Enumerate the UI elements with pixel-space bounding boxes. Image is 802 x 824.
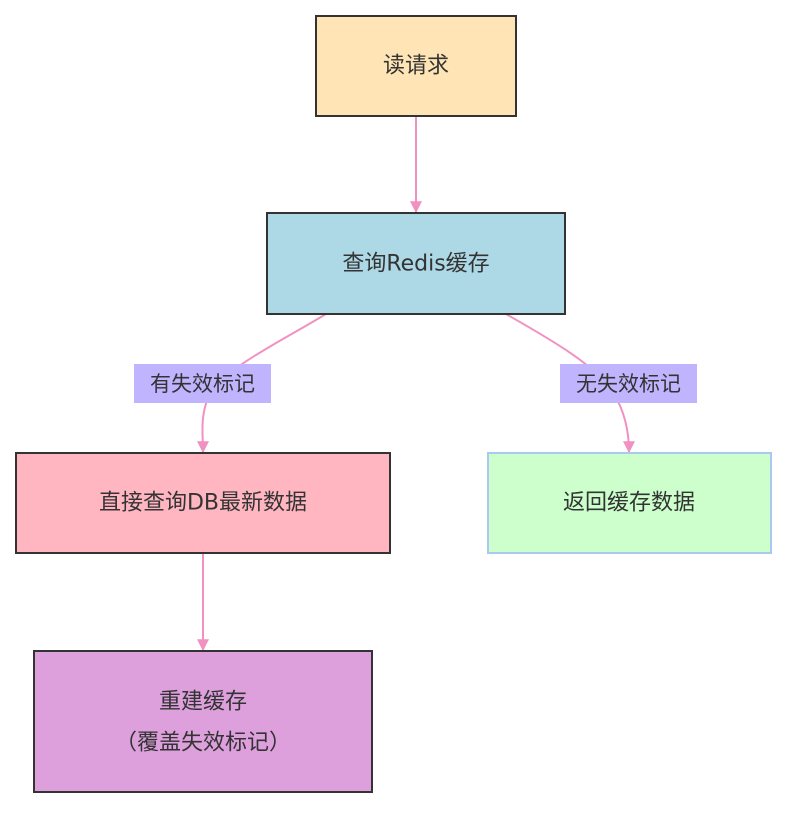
edge-label-has-invalid-mark-text: 有失效标记 (150, 372, 255, 396)
node-query-redis: 查询Redis缓存 (266, 212, 566, 315)
node-query-db: 直接查询DB最新数据 (15, 452, 391, 554)
edge-label-no-invalid-mark: 无失效标记 (560, 364, 697, 403)
node-return-cache: 返回缓存数据 (487, 452, 772, 554)
node-read-request-label: 读请求 (383, 54, 449, 79)
node-query-redis-label: 查询Redis缓存 (342, 252, 489, 277)
edge-label-no-invalid-mark-text: 无失效标记 (576, 372, 681, 396)
node-rebuild-cache-line2: （覆盖失效标记） (115, 731, 291, 756)
node-query-db-label: 直接查询DB最新数据 (99, 491, 307, 516)
node-read-request: 读请求 (315, 15, 517, 117)
node-rebuild-cache-line1: 重建缓存 (159, 690, 247, 715)
node-rebuild-cache: 重建缓存 （覆盖失效标记） (33, 650, 373, 793)
node-return-cache-label: 返回缓存数据 (563, 491, 695, 516)
edge-label-has-invalid-mark: 有失效标记 (134, 364, 271, 403)
